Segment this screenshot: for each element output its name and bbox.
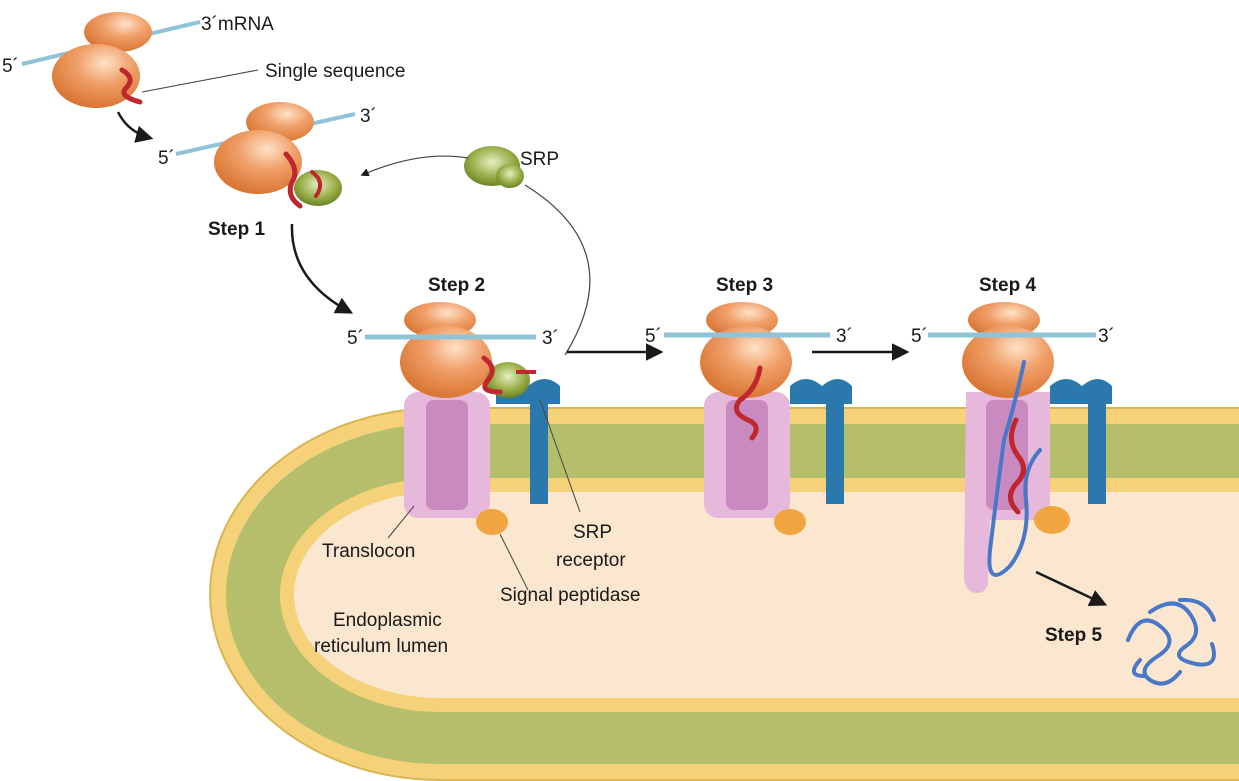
- srp-label: SRP: [520, 149, 559, 170]
- folded-protein: [1126, 597, 1216, 686]
- signal-peptidase: [476, 509, 508, 535]
- step3-complex: [664, 302, 852, 535]
- ribosome-srp-bound: [175, 102, 356, 209]
- ribosome-free: [21, 12, 259, 108]
- srp-to-ribosome-arrow: [360, 155, 469, 177]
- er-lumen-label-1: Endoplasmic: [333, 610, 442, 631]
- signal-peptidase-label: Signal peptidase: [500, 585, 641, 606]
- step1-label: Step 1: [208, 219, 265, 240]
- srp-recycle-arc: [524, 184, 591, 356]
- arrow-step1-step2: [290, 223, 354, 314]
- s2-5-label: 5´: [347, 328, 364, 349]
- srp-receptor-label-1: SRP: [573, 522, 612, 543]
- single-sequence-label: Single sequence: [265, 61, 406, 82]
- srp-free: [464, 146, 524, 188]
- step2-label: Step 2: [428, 275, 485, 296]
- s3-5-label: 5´: [645, 326, 662, 347]
- translocon-leader: [387, 505, 415, 539]
- translocon-label: Translocon: [322, 541, 415, 562]
- step2-complex: [365, 302, 560, 535]
- step3-label: Step 3: [716, 275, 773, 296]
- s4-3-label: 3´: [1098, 326, 1115, 347]
- step5-label: Step 5: [1045, 625, 1102, 646]
- step4-label: Step 4: [979, 275, 1036, 296]
- signal-sequence: [119, 67, 143, 105]
- mrna-5-label: 5´: [2, 56, 19, 77]
- s2-3-label: 3´: [542, 328, 559, 349]
- mrna-3-label: 3´mRNA: [201, 14, 274, 35]
- arrow-step4-step5: [1035, 570, 1108, 606]
- s3-3-label: 3´: [836, 326, 853, 347]
- step4-complex: [928, 302, 1112, 593]
- srp-receptor-leader: [539, 399, 581, 513]
- s4-5-label: 5´: [911, 326, 928, 347]
- r2-3-label: 3´: [360, 106, 377, 127]
- signal-peptidase-leader: [499, 533, 529, 591]
- arrow-to-srp-binding: [116, 111, 154, 143]
- r2-5-label: 5´: [158, 148, 175, 169]
- nascent-protein: [987, 360, 1042, 577]
- er-lumen-label-2: reticulum lumen: [314, 636, 448, 657]
- srp-receptor-label-2: receptor: [556, 550, 626, 571]
